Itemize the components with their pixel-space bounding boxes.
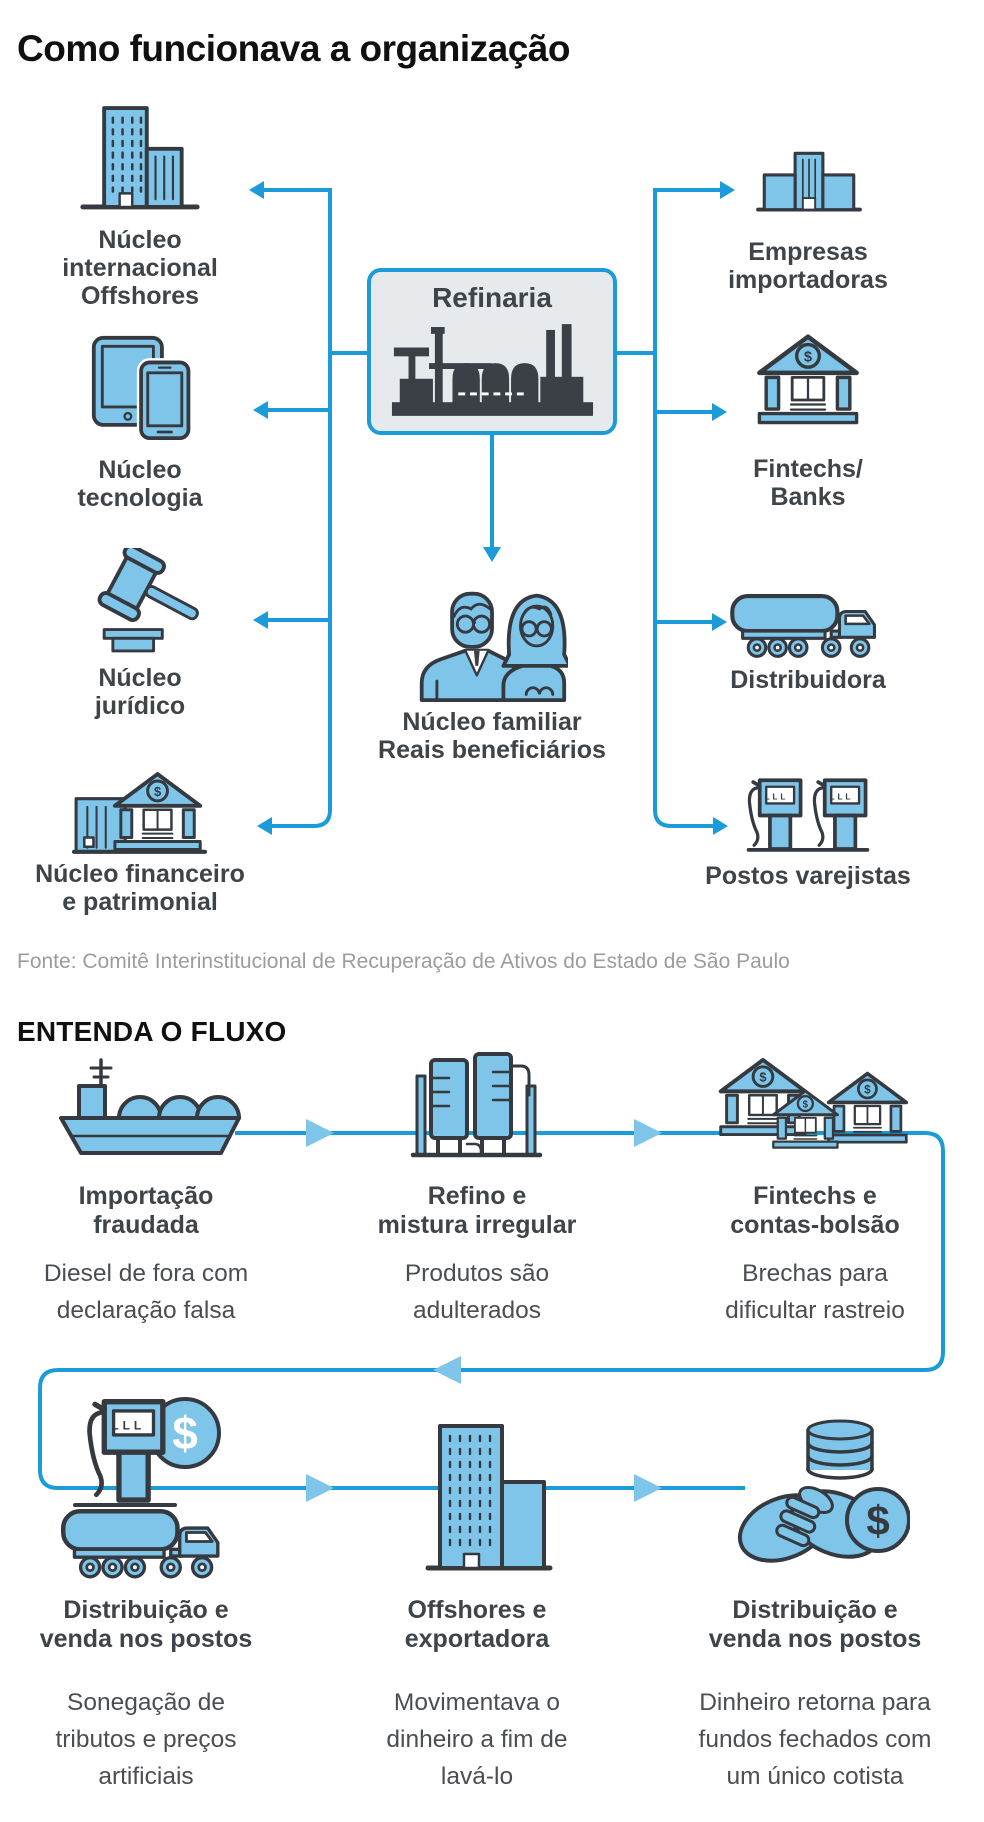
family-couple-icon bbox=[419, 591, 568, 702]
office-tower-icon bbox=[425, 1424, 553, 1571]
refinery-silhouette-icon bbox=[391, 324, 593, 416]
node-distribuidora bbox=[730, 594, 885, 662]
label-fintechs-banks: Fintechs/ Banks bbox=[753, 455, 863, 511]
label-postos-varejistas: Postos varejistas bbox=[705, 862, 911, 890]
importer-building-icon bbox=[756, 151, 862, 212]
page-title: Como funcionava a organização bbox=[17, 28, 570, 69]
office-buildings-icon bbox=[80, 106, 200, 210]
step-fintechs bbox=[715, 1056, 915, 1166]
step-title-offshores: Offshores e exportadora bbox=[404, 1596, 550, 1653]
svg-text:$: $ bbox=[172, 1407, 198, 1459]
label-empresas-importadoras: Empresas importadoras bbox=[728, 238, 888, 294]
node-nucleo-juridico bbox=[77, 548, 203, 655]
refinery-box-label: Refinaria bbox=[432, 282, 552, 313]
arrowheads bbox=[249, 181, 735, 835]
svg-text:$: $ bbox=[866, 1497, 889, 1544]
step-refino bbox=[409, 1052, 544, 1164]
label-nucleo-juridico: Núcleo jurídico bbox=[94, 664, 186, 720]
refinery-box: Refinaria bbox=[367, 268, 617, 435]
step-desc-importacao: Diesel de fora com declaração falsa bbox=[43, 1260, 249, 1324]
flow-arrowheads bbox=[306, 1119, 662, 1502]
node-nucleo-tecnologia bbox=[90, 334, 196, 441]
bank-dollar-icon bbox=[756, 332, 860, 425]
label-nucleo-familiar: Núcleo familiar Reais beneficiários bbox=[378, 708, 606, 764]
fuel-pumps-icon bbox=[746, 778, 870, 852]
node-nucleo-familiar bbox=[416, 588, 568, 702]
tablet-phone-icon bbox=[91, 335, 193, 441]
node-fintechs-banks bbox=[756, 332, 860, 425]
cargo-ship-icon bbox=[59, 1058, 241, 1155]
step-desc-distribuicao-2: Dinheiro retorna para fundos fechados co… bbox=[698, 1689, 932, 1790]
flow-heading: ENTENDA O FLUXO bbox=[17, 1016, 287, 1047]
step-title-distribuicao-1: Distribuição e venda nos postos bbox=[39, 1596, 253, 1653]
step-distribuicao-2: $ bbox=[720, 1415, 910, 1585]
step-distribuicao-1: $ bbox=[55, 1385, 245, 1585]
node-nucleo-financeiro bbox=[72, 770, 207, 858]
refinery-tanks-icon bbox=[410, 1052, 543, 1158]
step-title-distribuicao-2: Distribuição e venda nos postos bbox=[708, 1596, 922, 1653]
label-nucleo-internacional: Núcleo internacional Offshores bbox=[62, 226, 218, 310]
step-desc-fintechs: Brechas para dificultar rastreio bbox=[725, 1260, 905, 1324]
node-empresas-importadoras bbox=[755, 150, 863, 216]
step-importacao bbox=[55, 1056, 245, 1164]
handshake-money-icon: $ bbox=[737, 1419, 910, 1563]
step-desc-refino: Produtos são adulterados bbox=[404, 1260, 550, 1324]
step-offshores bbox=[412, 1422, 562, 1574]
step-desc-offshores: Movimentava o dinheiro a fim de lavá-lo bbox=[386, 1689, 568, 1790]
step-desc-distribuicao-1: Sonegação de tributos e preços artificia… bbox=[55, 1689, 237, 1790]
label-nucleo-financeiro: Núcleo financeiro e patrimonial bbox=[35, 860, 245, 916]
node-postos-varejistas bbox=[743, 775, 873, 857]
step-title-refino: Refino e mistura irregular bbox=[377, 1182, 577, 1239]
gavel-icon bbox=[97, 548, 199, 653]
tanker-truck-icon bbox=[730, 594, 885, 662]
fuel-pump-money-truck-icon: $ bbox=[55, 1397, 221, 1585]
label-nucleo-tecnologia: Núcleo tecnologia bbox=[77, 456, 203, 512]
step-title-fintechs: Fintechs e contas-bolsão bbox=[730, 1182, 900, 1239]
bank-annex-icon bbox=[72, 772, 207, 854]
step-title-importacao: Importação fraudada bbox=[78, 1182, 214, 1239]
source-credit: Fonte: Comitê Interinstitucional de Recu… bbox=[17, 950, 790, 973]
node-nucleo-internacional bbox=[77, 104, 203, 213]
fintech-banks-icon bbox=[718, 1057, 909, 1150]
label-distribuidora: Distribuidora bbox=[730, 666, 886, 694]
